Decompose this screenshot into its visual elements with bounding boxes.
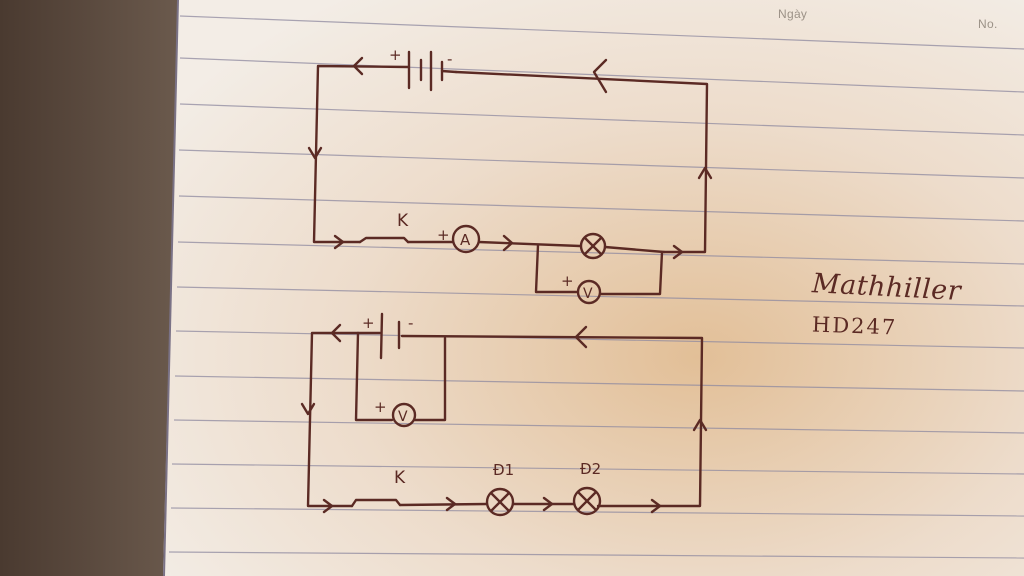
bottom-lamp-2 xyxy=(572,486,602,516)
bottom-arrow-right-up xyxy=(692,418,708,432)
bottom-arrow-top-left xyxy=(330,323,342,343)
top-circuit-wire-top xyxy=(312,64,410,244)
top-battery-minus: - xyxy=(447,50,452,68)
bottom-arrow-bottom-2 xyxy=(445,496,457,512)
bottom-lamp-1 xyxy=(485,487,515,517)
top-battery-plus: + xyxy=(389,46,402,64)
bottom-wire-left xyxy=(306,331,382,508)
bottom-lamp1-label: Đ1 xyxy=(493,461,514,479)
bottom-wire-switch-lamp1 xyxy=(398,502,489,507)
top-ammeter-plus: + xyxy=(437,226,450,244)
top-arrow-top-right xyxy=(592,58,608,94)
top-arrow-bottom-1 xyxy=(333,234,345,250)
bottom-switch-label: K xyxy=(394,468,406,488)
top-ammeter xyxy=(451,224,481,254)
bottom-arrow-bottom-4 xyxy=(650,498,662,514)
bottom-voltmeter xyxy=(391,402,417,428)
bottom-lamp2-cross-2 xyxy=(576,490,598,512)
top-arrow-battery xyxy=(352,56,364,76)
top-ammeter-symbol: A xyxy=(460,231,471,249)
circuit-top xyxy=(307,50,713,305)
top-battery-lead xyxy=(440,69,458,74)
paper-sheet xyxy=(163,0,1024,576)
background-page-left xyxy=(0,0,180,576)
bottom-voltmeter-loop-right xyxy=(413,336,447,422)
bottom-arrow-bottom-1 xyxy=(322,498,334,514)
bottom-lamp2-label: Đ2 xyxy=(580,460,601,478)
header-date-label: Ngày xyxy=(778,7,808,21)
bottom-lamp1-cross-2 xyxy=(489,491,511,513)
signature-code: HD247 xyxy=(811,312,898,340)
header-number-label: No. xyxy=(978,17,998,31)
top-voltmeter-loop xyxy=(534,243,579,294)
bottom-voltmeter-loop xyxy=(354,331,394,422)
top-voltmeter-loop-right xyxy=(598,250,664,296)
bottom-arrow-left-down xyxy=(300,402,316,416)
top-wire-ammeter-lamp xyxy=(477,240,582,248)
top-arrow-right-up xyxy=(697,166,713,180)
bottom-battery-minus: - xyxy=(408,314,413,332)
bottom-arrow-top-right xyxy=(574,325,588,349)
circuit-bottom xyxy=(300,312,708,517)
top-arrow-bottom-2 xyxy=(502,234,514,252)
bottom-voltmeter-symbol: V xyxy=(398,409,408,425)
bottom-battery-plate-long xyxy=(379,312,384,360)
bottom-switch xyxy=(350,498,402,508)
top-voltmeter-symbol: V xyxy=(583,286,593,302)
bottom-arrow-bottom-3 xyxy=(542,496,554,512)
bottom-battery-plus: + xyxy=(362,314,375,332)
top-arrow-bottom-3 xyxy=(672,244,684,260)
top-wire-lamp-right xyxy=(603,245,666,254)
top-switch xyxy=(358,236,410,244)
top-lamp-cross-2 xyxy=(583,236,603,256)
top-voltmeter xyxy=(576,279,602,305)
top-arrow-left-down xyxy=(307,146,323,160)
bottom-voltmeter-plus: + xyxy=(374,398,387,416)
top-voltmeter-plus: + xyxy=(561,272,574,290)
margin-line xyxy=(163,0,179,576)
top-switch-label: K xyxy=(397,211,409,231)
